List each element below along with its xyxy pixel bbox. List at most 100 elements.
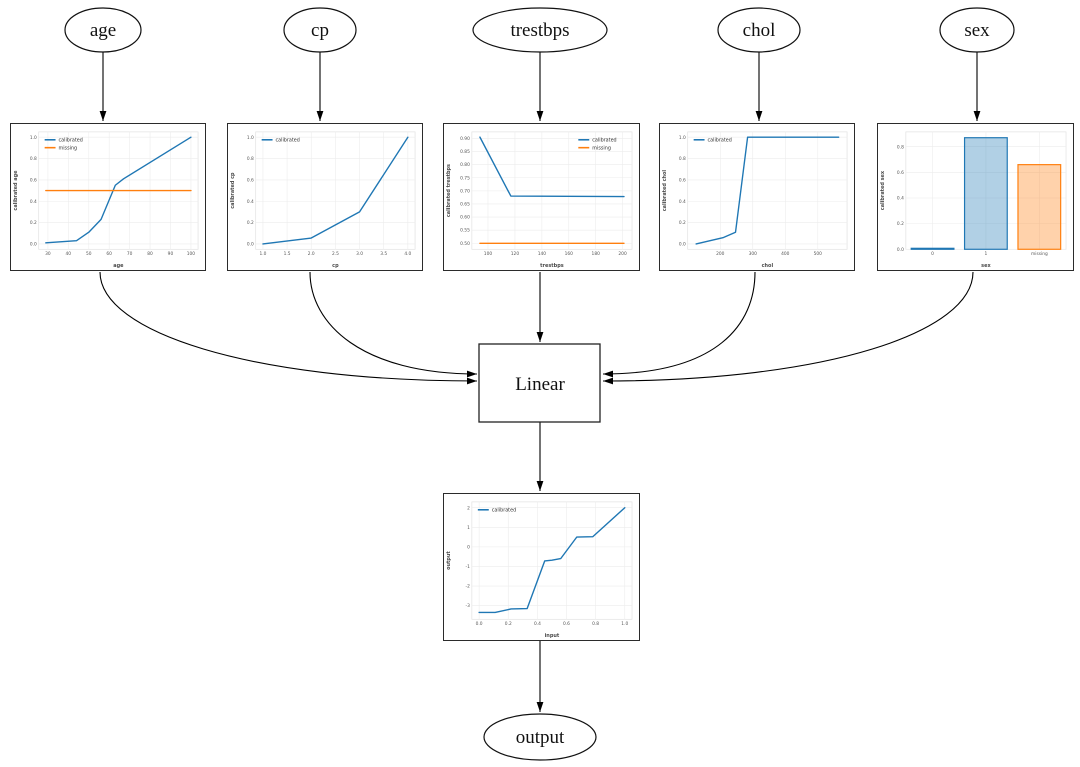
svg-text:calibrated cp: calibrated cp xyxy=(230,172,236,209)
svg-text:0: 0 xyxy=(931,251,934,257)
svg-text:0.6: 0.6 xyxy=(563,621,570,627)
svg-text:0.6: 0.6 xyxy=(247,178,254,184)
node-linear-label: Linear xyxy=(515,374,565,395)
svg-text:1.0: 1.0 xyxy=(679,135,686,141)
svg-text:0.75: 0.75 xyxy=(460,175,470,181)
svg-text:2.0: 2.0 xyxy=(308,251,315,257)
chart-age-calibrator: 30 40 50 60 70 80 90 100 0.0 0.2 0.4 0.6 0.8 1.0 calib… xyxy=(13,131,199,269)
svg-text:2.5: 2.5 xyxy=(332,251,339,257)
svg-text:0.0: 0.0 xyxy=(679,242,686,248)
svg-text:calibrated trestbps: calibrated trestbps xyxy=(446,164,452,217)
svg-text:-3: -3 xyxy=(466,603,471,609)
svg-text:missing: missing xyxy=(1031,251,1048,257)
svg-text:1.0: 1.0 xyxy=(259,251,266,257)
plot-age-calibrator: 30 40 50 60 70 80 90 100 0.0 0.2 0.4 0.6 0.8 1.0 calib… xyxy=(10,123,206,271)
svg-text:input: input xyxy=(545,633,560,639)
svg-text:0.0: 0.0 xyxy=(247,242,254,248)
svg-text:calibrated: calibrated xyxy=(276,138,300,144)
svg-text:0.8: 0.8 xyxy=(897,144,904,150)
edge-age-calibrator-to-linear xyxy=(99,271,478,385)
svg-text:0.2: 0.2 xyxy=(247,220,254,226)
svg-text:trestbps: trestbps xyxy=(540,263,564,269)
svg-text:80: 80 xyxy=(147,251,153,257)
svg-text:3.0: 3.0 xyxy=(356,251,363,257)
svg-text:-1: -1 xyxy=(466,564,471,570)
svg-text:100: 100 xyxy=(187,251,196,257)
svg-text:0.90: 0.90 xyxy=(460,136,470,142)
svg-text:0.4: 0.4 xyxy=(534,621,541,627)
node-trestbps xyxy=(472,7,608,53)
svg-text:3.5: 3.5 xyxy=(380,251,387,257)
svg-text:0.80: 0.80 xyxy=(460,162,470,168)
edge-sex-calibrator-to-linear xyxy=(602,271,974,385)
svg-text:0.2: 0.2 xyxy=(505,621,512,627)
svg-text:60: 60 xyxy=(106,251,112,257)
svg-text:180: 180 xyxy=(592,251,601,257)
svg-text:calibrated: calibrated xyxy=(592,138,616,144)
svg-text:0.8: 0.8 xyxy=(592,621,599,627)
edge-chol-calibrator-to-linear xyxy=(602,271,756,378)
svg-text:calibrated sex: calibrated sex xyxy=(880,170,886,210)
svg-text:0.0: 0.0 xyxy=(30,242,37,248)
svg-text:0.70: 0.70 xyxy=(460,188,470,194)
svg-text:0.0: 0.0 xyxy=(897,247,904,253)
node-age-label: age xyxy=(90,20,116,41)
node-trestbps-label: trestbps xyxy=(510,20,569,41)
svg-text:50: 50 xyxy=(86,251,92,257)
svg-text:0.6: 0.6 xyxy=(679,178,686,184)
svg-text:0.4: 0.4 xyxy=(30,199,37,205)
svg-text:sex: sex xyxy=(981,263,991,269)
svg-text:70: 70 xyxy=(127,251,133,257)
svg-text:calibrated age: calibrated age xyxy=(13,170,19,211)
svg-text:0.65: 0.65 xyxy=(460,202,470,208)
svg-text:40: 40 xyxy=(66,251,72,257)
svg-text:100: 100 xyxy=(484,251,493,257)
svg-text:cp: cp xyxy=(332,263,339,269)
svg-text:4.0: 4.0 xyxy=(404,251,411,257)
svg-text:-2: -2 xyxy=(466,584,471,590)
svg-text:calibrated: calibrated xyxy=(708,138,732,144)
node-age xyxy=(64,7,142,53)
svg-text:1.0: 1.0 xyxy=(30,135,37,141)
svg-text:0.55: 0.55 xyxy=(460,228,470,234)
svg-text:200: 200 xyxy=(716,251,725,257)
svg-text:calibrated: calibrated xyxy=(492,508,516,514)
svg-text:calibrated chol: calibrated chol xyxy=(662,170,668,212)
node-sex xyxy=(939,7,1015,53)
svg-text:30: 30 xyxy=(45,251,51,257)
svg-text:0.2: 0.2 xyxy=(897,221,904,227)
svg-text:0.6: 0.6 xyxy=(30,178,37,184)
svg-text:0.2: 0.2 xyxy=(679,220,686,226)
svg-text:120: 120 xyxy=(511,251,520,257)
svg-text:0.0: 0.0 xyxy=(476,621,483,627)
svg-text:age: age xyxy=(113,263,124,269)
svg-text:0.4: 0.4 xyxy=(679,199,686,205)
node-chol-label: chol xyxy=(743,20,776,41)
svg-text:0.4: 0.4 xyxy=(247,199,254,205)
svg-text:0: 0 xyxy=(467,544,470,550)
svg-text:1.0: 1.0 xyxy=(247,135,254,141)
svg-text:0.6: 0.6 xyxy=(897,170,904,176)
svg-text:0.8: 0.8 xyxy=(30,156,37,162)
svg-text:0.2: 0.2 xyxy=(30,220,37,226)
svg-text:140: 140 xyxy=(538,251,547,257)
node-linear xyxy=(478,343,601,423)
node-cp xyxy=(283,7,357,53)
svg-text:90: 90 xyxy=(168,251,174,257)
svg-text:200: 200 xyxy=(618,251,627,257)
svg-text:1: 1 xyxy=(985,251,988,257)
node-sex-label: sex xyxy=(964,20,990,41)
svg-text:0.60: 0.60 xyxy=(460,215,470,221)
svg-text:chol: chol xyxy=(762,263,774,269)
svg-text:160: 160 xyxy=(565,251,574,257)
svg-text:500: 500 xyxy=(814,251,823,257)
